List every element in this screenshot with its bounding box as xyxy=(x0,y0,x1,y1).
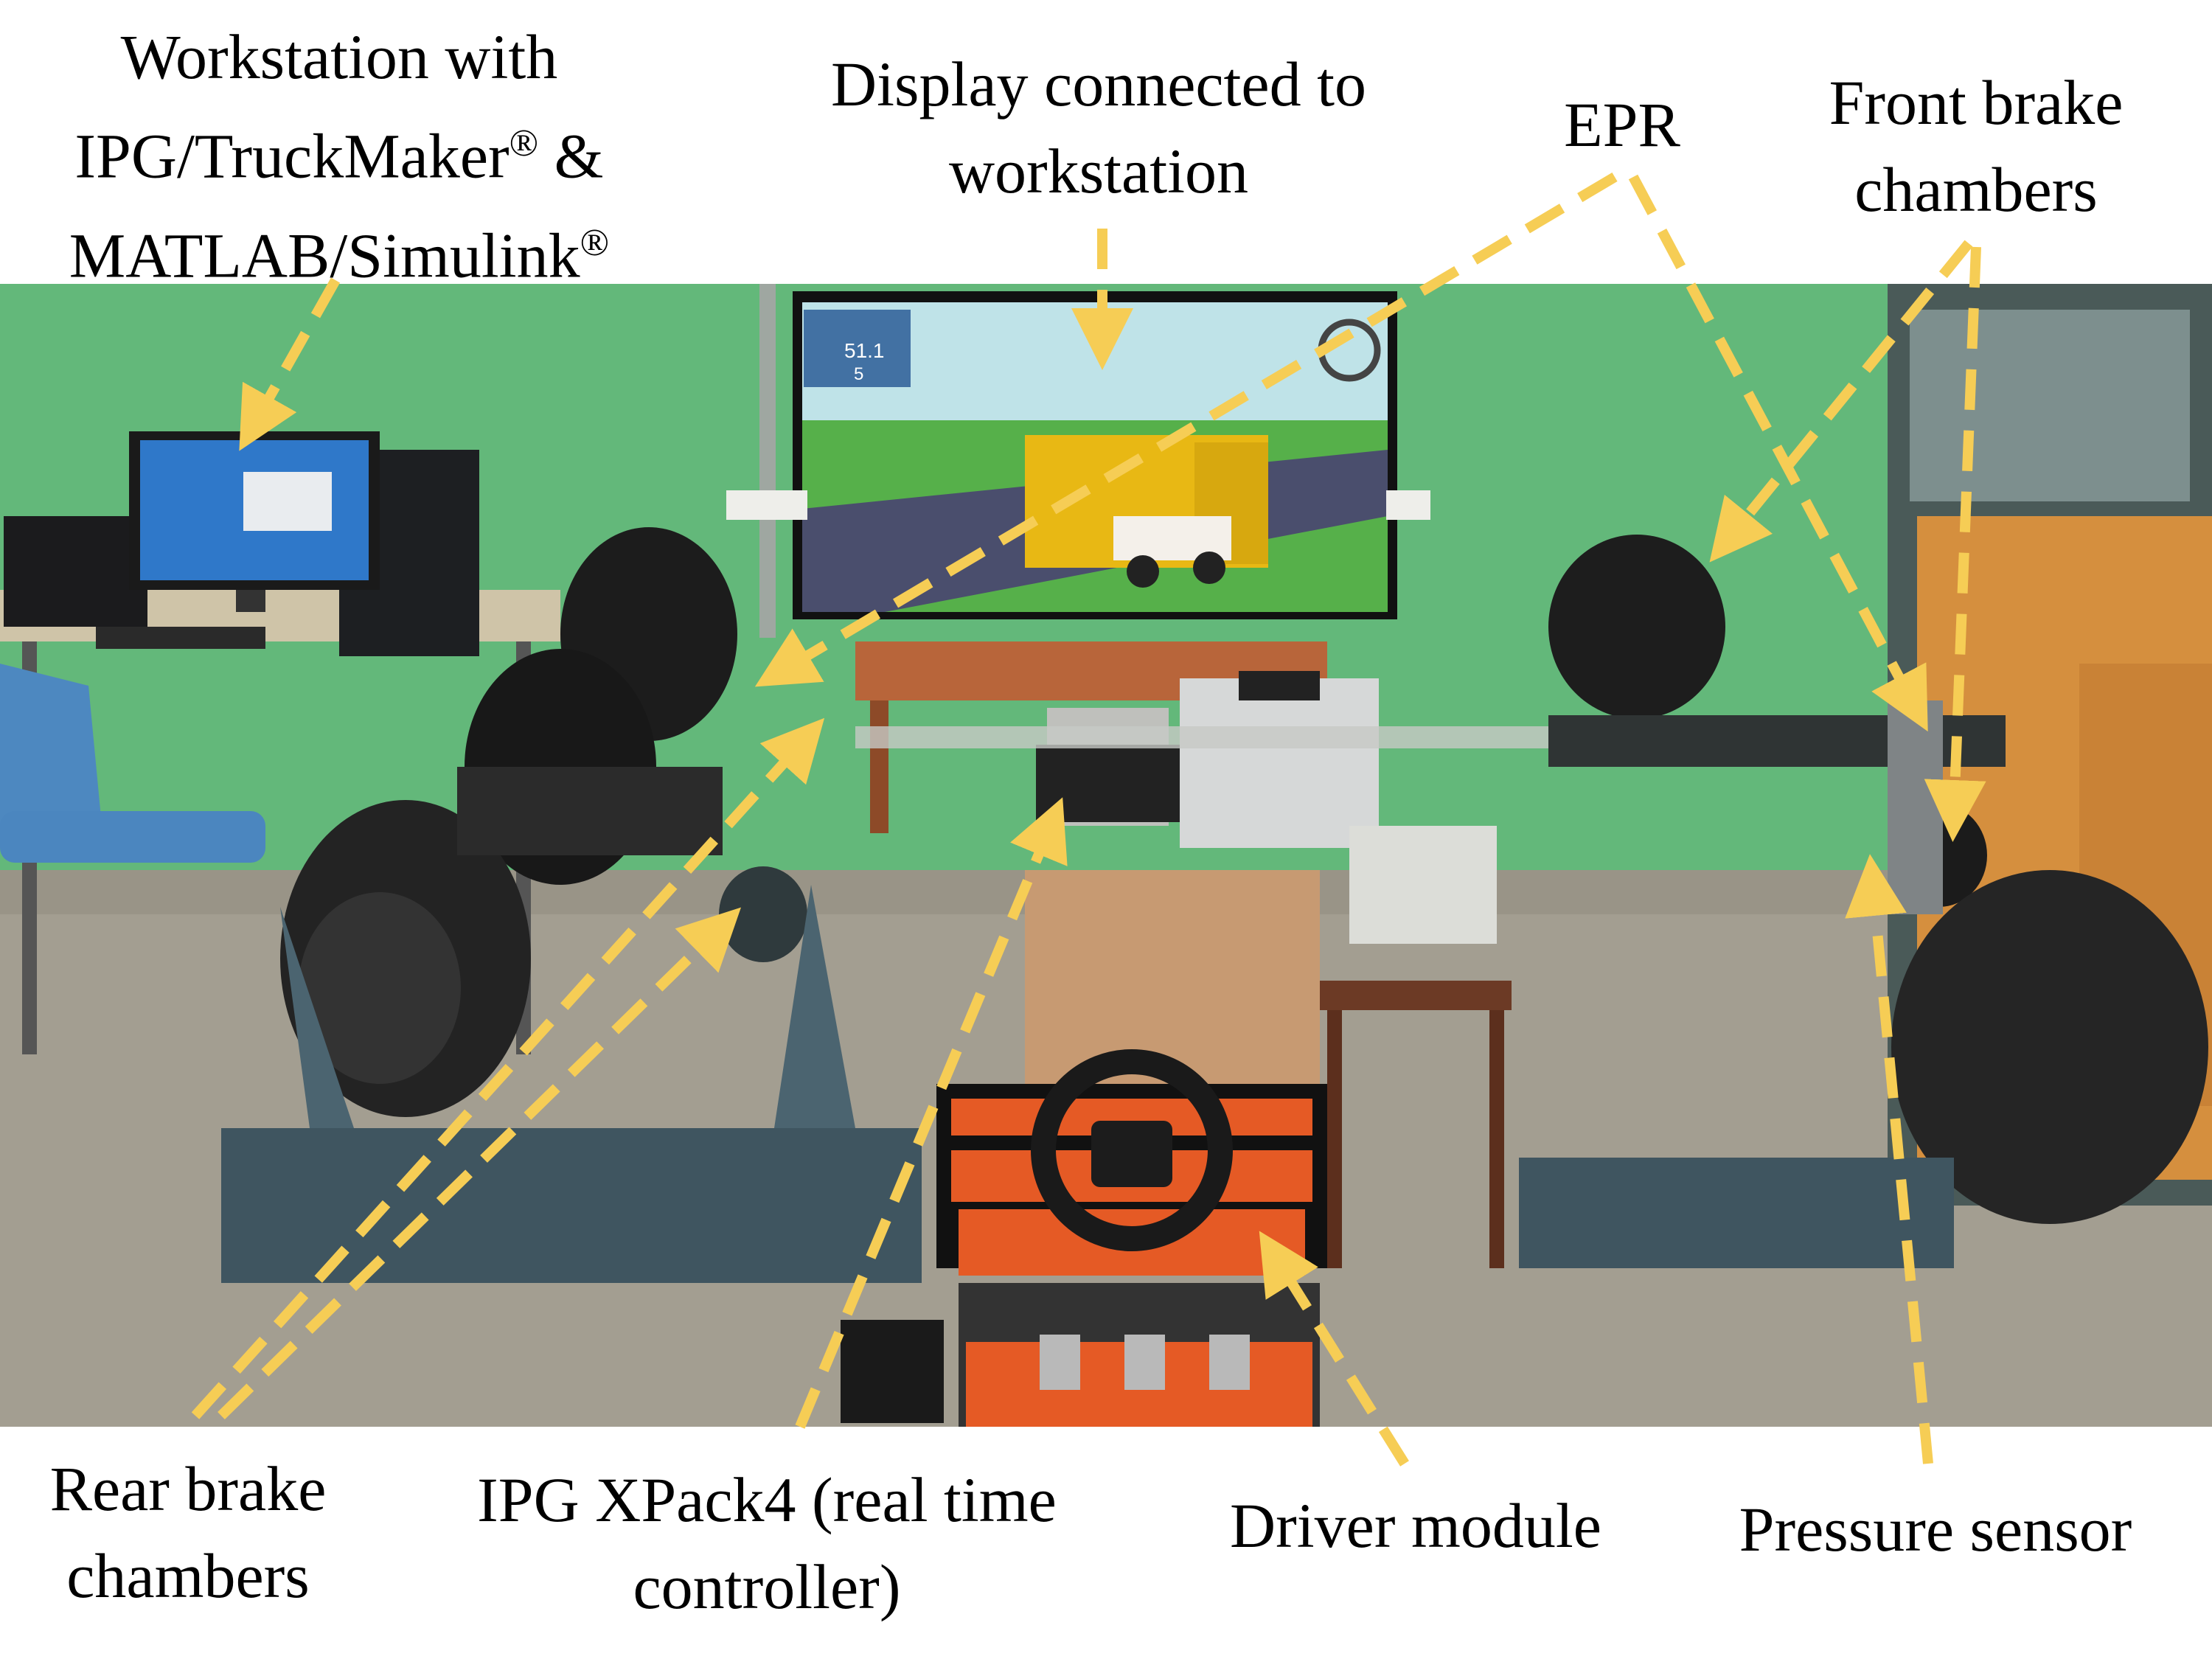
workstation-label-line1: Workstation with xyxy=(120,21,558,92)
junction-box xyxy=(1180,678,1379,848)
chair xyxy=(0,664,103,848)
rear-brake-chamber xyxy=(719,866,807,962)
screen-hud-gear: 5 xyxy=(854,364,863,384)
pressure-sensor-label: Pressure sensor xyxy=(1739,1494,2132,1565)
ups-box xyxy=(4,516,147,627)
epr-label: EPR xyxy=(1564,89,1680,160)
display-label: Display connected to workstation xyxy=(774,41,1423,215)
display-label-line1: Display connected to xyxy=(830,49,1366,119)
router xyxy=(1239,671,1320,700)
xpack-label: IPG XPack4 (real time controller) xyxy=(477,1464,1057,1622)
gear-shifter xyxy=(841,1320,944,1423)
front-brake-label: Front brake chambers xyxy=(1829,67,2124,225)
pressure-sensor-mount xyxy=(1888,700,1943,914)
keyboard xyxy=(96,627,265,649)
workstation-label: Workstation with IPG/TruckMaker® & MATLA… xyxy=(15,13,664,299)
driver-module-label: Driver module xyxy=(1230,1490,1601,1561)
rear-brake-label: Rear brake chambers xyxy=(49,1453,327,1611)
wooden-crate xyxy=(1025,870,1320,1084)
function-generator xyxy=(1349,826,1497,944)
screen-hud-speed: 51.1 xyxy=(844,339,885,362)
display-label-line2: workstation xyxy=(948,136,1249,206)
lab-test-rig-photo: 51.1 5 xyxy=(0,284,2212,1427)
